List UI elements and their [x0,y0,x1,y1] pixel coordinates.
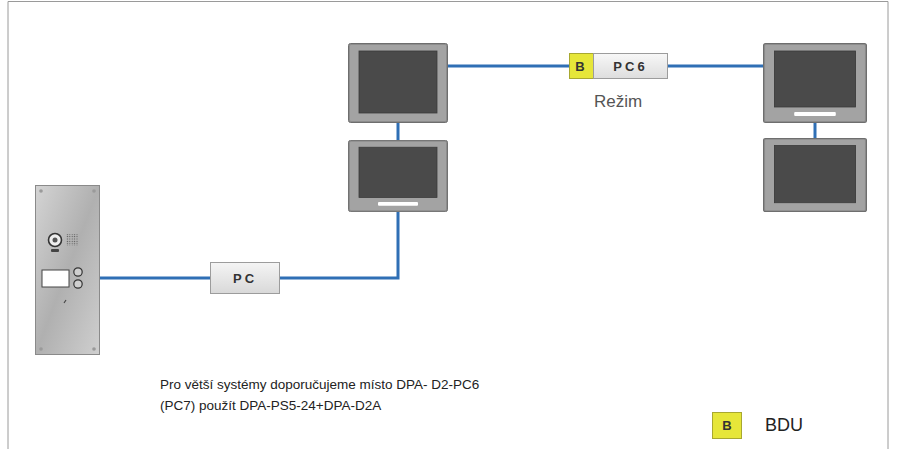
bus-wire [448,65,569,68]
monitor-picture [763,43,867,123]
monitor-picture [763,138,867,212]
video-monitor [348,140,448,212]
mode-caption: Režim [594,92,642,112]
monitor-picture [348,140,448,212]
door-station-picture [35,185,100,355]
pc6-module: PC6Režim [593,53,668,79]
legend-swatch: B [712,412,742,439]
swatch-letter: B [722,418,731,433]
legend-text: BDU [765,415,803,436]
note-text: Pro větší systémy doporučujeme místo DPA… [160,374,505,416]
monitor-picture [348,43,448,123]
module-label: PC [233,271,257,286]
video-monitor [763,138,867,212]
bus-wire [814,123,817,138]
pc-module: PC [210,262,280,294]
frame-line [8,2,888,449]
module-label: B [575,59,587,74]
bus-wire [397,123,400,140]
bus-wire [668,65,763,68]
bus-wire [100,277,210,280]
video-monitor [763,43,867,123]
video-monitor [348,43,448,123]
module-label: PC6 [613,59,647,74]
bdu-module: B [569,53,594,79]
door-station [35,185,100,355]
bus-wire [280,212,398,278]
